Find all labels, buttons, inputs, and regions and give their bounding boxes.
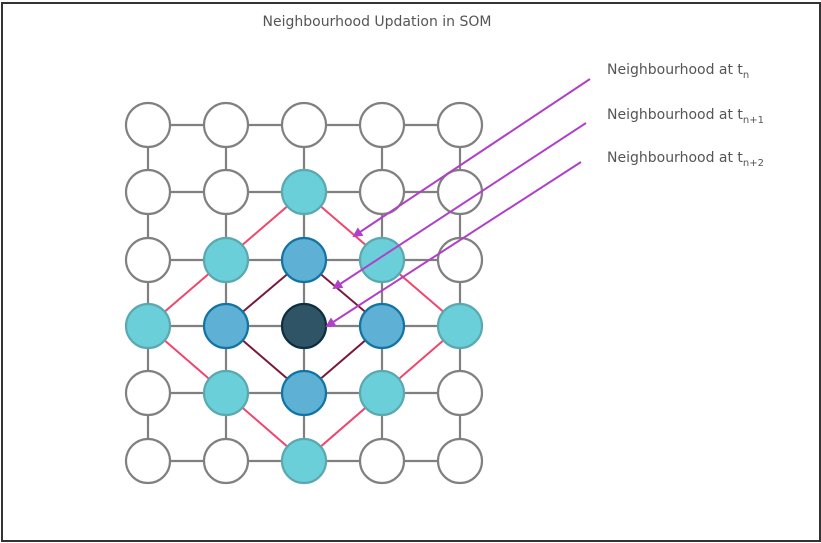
arrow-tn1: [332, 122, 587, 290]
som-node: [280, 101, 328, 149]
legend-text: Neighbourhood at t: [607, 62, 743, 78]
som-node: [202, 437, 250, 485]
som-node: [436, 101, 484, 149]
legend-subscript: n+1: [742, 115, 765, 126]
som-node: [358, 168, 406, 216]
inner-neighbour-node: [358, 302, 406, 350]
som-nodes: [124, 101, 484, 485]
inner-neighbour-node: [280, 236, 328, 284]
legend-label-tn: Neighbourhood at tn: [607, 62, 749, 81]
outer-neighbour-node: [280, 168, 328, 216]
outer-neighbour-node: [202, 369, 250, 417]
som-node: [358, 101, 406, 149]
som-node: [124, 437, 172, 485]
outer-neighbour-node: [124, 302, 172, 350]
outer-neighbour-node: [202, 236, 250, 284]
legend-subscript: n: [742, 70, 750, 81]
arrow-tn: [352, 78, 591, 238]
som-node: [358, 437, 406, 485]
inner-neighbour-node: [202, 302, 250, 350]
outer-neighbour-node: [358, 369, 406, 417]
legend-arrows: [325, 78, 591, 328]
legend-text: Neighbourhood at t: [607, 107, 743, 123]
outer-neighbour-node: [358, 236, 406, 284]
som-node: [436, 437, 484, 485]
diagram-title: Neighbourhood Updation in SOM: [262, 14, 492, 30]
som-node: [124, 101, 172, 149]
legend-text: Neighbourhood at t: [607, 150, 743, 166]
inner-neighbour-node: [280, 369, 328, 417]
outer-neighbour-node: [280, 437, 328, 485]
som-node: [202, 101, 250, 149]
legend-label-tn2: Neighbourhood at tn+2: [607, 150, 764, 169]
winner-node: [280, 302, 328, 350]
legend-label-tn1: Neighbourhood at tn+1: [607, 107, 764, 126]
som-node: [124, 168, 172, 216]
som-node: [202, 168, 250, 216]
som-node: [124, 369, 172, 417]
som-node: [436, 369, 484, 417]
arrow-tn2: [325, 161, 582, 328]
outer-neighbour-node: [436, 302, 484, 350]
som-node: [436, 236, 484, 284]
legend-subscript: n+2: [742, 158, 765, 169]
som-node: [124, 236, 172, 284]
